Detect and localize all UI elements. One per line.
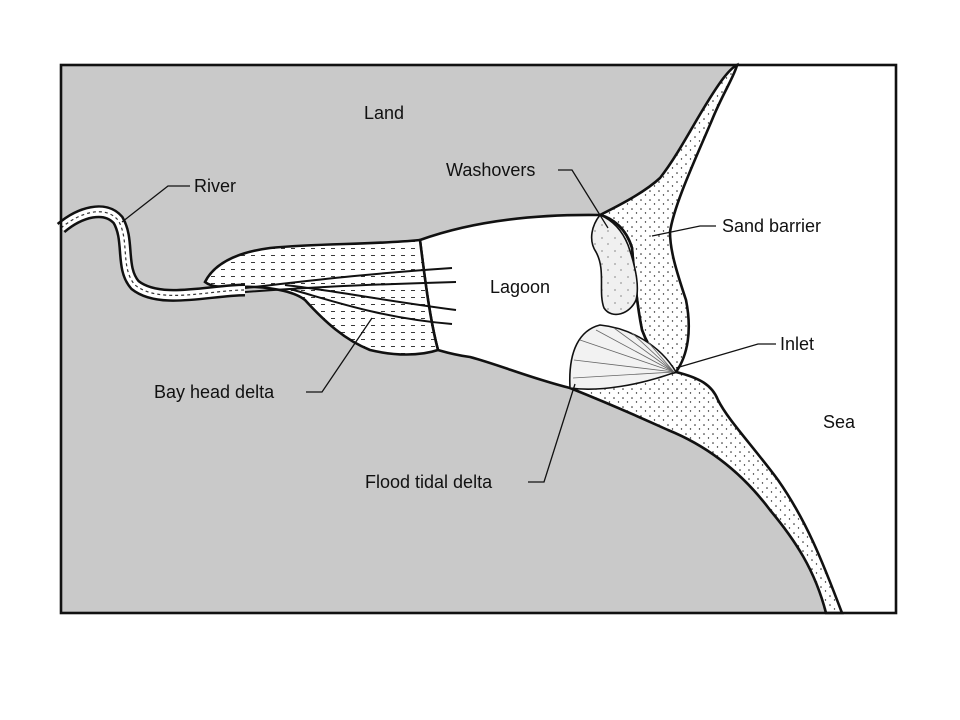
- sea-area: [670, 65, 896, 613]
- delta-channels: [244, 267, 457, 325]
- sand-barrier-leader: [651, 225, 716, 237]
- washovers-leader: [558, 169, 609, 229]
- label-bay-head-delta: Bay head delta: [154, 382, 275, 402]
- label-land: Land: [364, 103, 404, 123]
- south-spit: [569, 370, 844, 615]
- bay-head-delta-leader: [306, 317, 373, 393]
- river-flow-marks: [60, 211, 246, 296]
- river-leader: [121, 185, 190, 223]
- label-flood-tidal-delta: Flood tidal delta: [365, 472, 493, 492]
- flood-tidal-delta-leader: [528, 383, 576, 483]
- washover-fan: [590, 214, 639, 316]
- label-sand-barrier: Sand barrier: [722, 216, 821, 236]
- label-lagoon: Lagoon: [490, 277, 550, 297]
- diagram-frame: [59, 63, 898, 615]
- label-sea: Sea: [823, 412, 856, 432]
- label-inlet: Inlet: [780, 334, 814, 354]
- label-river: River: [194, 176, 236, 196]
- label-washovers: Washovers: [446, 160, 535, 180]
- flood-tidal-delta: [569, 324, 678, 390]
- inlet-leader: [675, 343, 776, 369]
